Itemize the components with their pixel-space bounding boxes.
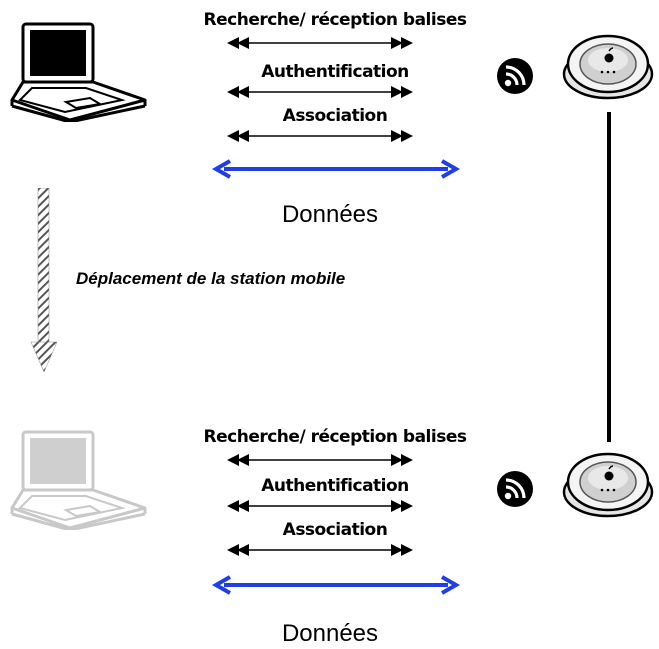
search-beacon-arrow-top [227, 37, 413, 49]
authentication-arrow-bottom [227, 500, 413, 512]
data-label-bottom: Données [281, 620, 379, 647]
association-label-top: Association [282, 106, 388, 126]
authentication-label-top: Authentification [261, 62, 409, 82]
search-beacon-label-bottom: Recherche/ réception balises [203, 427, 467, 447]
authentication-label-bottom: Authentification [261, 476, 409, 496]
search-beacon-arrow-bottom [227, 454, 413, 466]
data-label-top: Données [281, 201, 379, 228]
airport-base-station-icon [562, 34, 654, 100]
laptop-faded-icon [10, 430, 147, 530]
association-label-bottom: Association [282, 520, 388, 540]
wifi-icon [497, 471, 533, 507]
search-beacon-label-top: Recherche/ réception balises [203, 10, 467, 30]
wired-link-line [607, 112, 611, 442]
movement-label: Déplacement de la station mobile [76, 269, 346, 288]
data-arrow-bottom [211, 575, 461, 595]
wifi-icon [497, 58, 533, 94]
laptop-icon [10, 22, 147, 122]
airport-base-station-icon [562, 452, 654, 518]
data-arrow-top [211, 159, 461, 179]
association-arrow-top [227, 130, 413, 142]
movement-arrow-icon [30, 188, 58, 373]
association-arrow-bottom [227, 544, 413, 556]
authentication-arrow-top [227, 86, 413, 98]
